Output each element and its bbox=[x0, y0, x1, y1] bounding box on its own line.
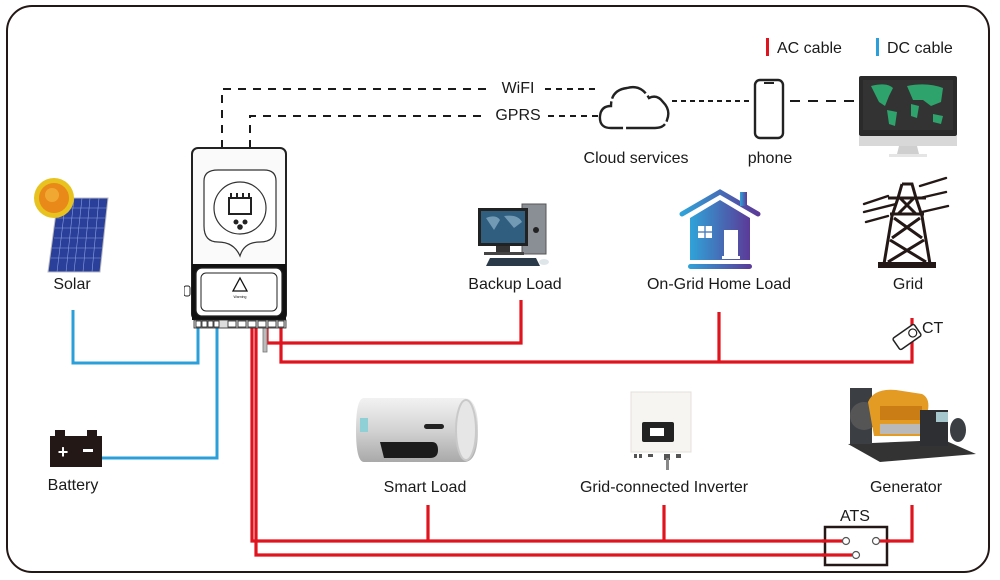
solar-dc-cable bbox=[71, 310, 200, 365]
phone-label: phone bbox=[747, 150, 793, 167]
cloud-icon bbox=[598, 85, 670, 130]
gprs-label: GPRS bbox=[495, 107, 541, 124]
desktop-computer-icon bbox=[478, 203, 549, 266]
home-load-label: On-Grid Home Load bbox=[646, 276, 792, 293]
wifi-dashed-line bbox=[221, 88, 490, 148]
generator-label: Generator bbox=[869, 479, 943, 496]
hybrid-inverter-icon[interactable]: Warning bbox=[184, 146, 294, 336]
dc-swatch-icon bbox=[876, 38, 879, 56]
grid-inverter-label: Grid-connected Inverter bbox=[579, 479, 749, 496]
monitor-icon bbox=[859, 76, 957, 157]
ats-label: ATS bbox=[840, 508, 870, 525]
svg-text:Warning: Warning bbox=[234, 295, 247, 299]
water-heater-icon bbox=[356, 398, 478, 462]
ct-label: CT bbox=[922, 320, 944, 337]
backup-load-label: Backup Load bbox=[468, 276, 562, 293]
battery-icon: + bbox=[50, 430, 102, 467]
legend-dc-label: DC cable bbox=[887, 40, 953, 57]
battery-dc-cable bbox=[102, 326, 219, 460]
smart-load-label: Smart Load bbox=[383, 479, 467, 496]
smart-load-bus-ac-cable bbox=[250, 326, 846, 543]
legend-ac: AC cable bbox=[766, 38, 842, 58]
grid-label: Grid bbox=[892, 276, 924, 293]
solar-panel-icon bbox=[34, 178, 109, 273]
ats-switch-icon[interactable] bbox=[822, 525, 890, 569]
ac-swatch-icon bbox=[766, 38, 769, 56]
solar-label: Solar bbox=[53, 276, 91, 293]
diagram-frame bbox=[6, 5, 990, 573]
wifi-label: WiFI bbox=[501, 80, 535, 97]
battery-label: Battery bbox=[47, 477, 99, 494]
grid-ac-cable bbox=[279, 318, 914, 364]
house-icon bbox=[679, 189, 761, 269]
legend-dc: DC cable bbox=[876, 38, 953, 58]
generator-icon bbox=[848, 388, 976, 462]
svg-text:+: + bbox=[58, 442, 69, 462]
power-tower-icon bbox=[862, 176, 950, 268]
ct-clamp-icon bbox=[892, 323, 922, 351]
legend-ac-label: AC cable bbox=[777, 40, 842, 57]
cloud-services-label: Cloud services bbox=[583, 150, 689, 167]
grid-inverter-icon bbox=[630, 391, 692, 470]
gprs-dashed-line bbox=[249, 115, 488, 148]
backup-load-ac-cable bbox=[265, 300, 523, 345]
phone-icon bbox=[753, 78, 785, 140]
ats-lower-ac-cable bbox=[254, 326, 855, 557]
